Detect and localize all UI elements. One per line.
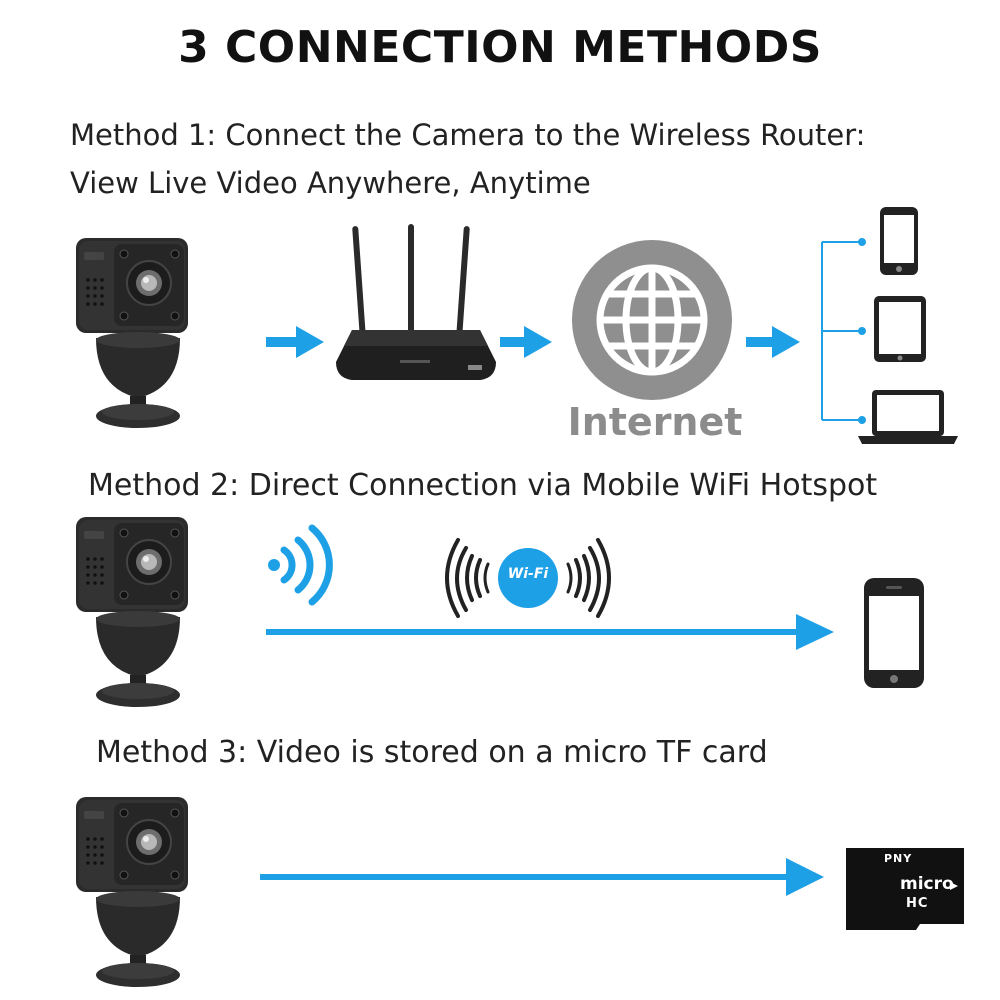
camera-icon — [75, 237, 189, 429]
wifi-signal-icon — [268, 524, 333, 606]
wifi-badge-label: Wi-Fi — [507, 566, 549, 582]
laptop-icon — [858, 390, 958, 444]
router-icon — [336, 224, 496, 380]
page-title: 3 CONNECTION METHODS — [178, 22, 822, 73]
wifi-badge-icon — [445, 538, 611, 618]
arrow-icon — [500, 326, 552, 358]
microsd-card-icon — [846, 848, 964, 930]
tablet-icon — [874, 296, 926, 362]
camera-icon — [75, 796, 189, 988]
smartphone-icon — [880, 207, 918, 275]
arrow-icon — [746, 326, 800, 358]
method1-heading: Method 1: Connect the Camera to the Wire… — [70, 118, 866, 152]
sd-card-hc-label: HC — [906, 896, 929, 911]
internet-label: Internet — [567, 400, 743, 444]
method2-heading: Method 2: Direct Connection via Mobile W… — [88, 468, 878, 503]
sd-card-brand: PNY — [884, 852, 913, 865]
sd-card-micro-label: micro — [900, 874, 954, 894]
method3-heading: Method 3: Video is stored on a micro TF … — [96, 735, 768, 770]
method1-subheading: View Live Video Anywhere, Anytime — [70, 166, 591, 200]
arrow-icon — [266, 614, 834, 650]
arrow-icon — [260, 858, 824, 896]
globe-icon — [572, 240, 732, 400]
camera-icon — [75, 516, 189, 708]
device-connector-lines — [821, 238, 866, 424]
arrow-icon — [266, 326, 324, 358]
smartphone-icon — [864, 578, 924, 688]
